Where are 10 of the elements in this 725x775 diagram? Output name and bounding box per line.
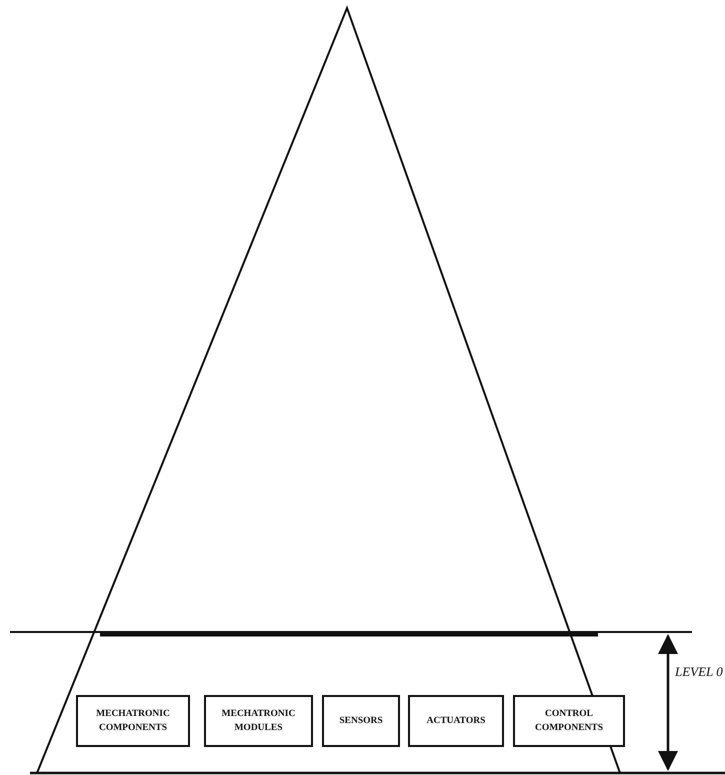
box-label: SENSORS (339, 714, 383, 728)
component-box (204, 695, 313, 747)
box-label: MECHATRONIC COMPONENTS (95, 708, 171, 735)
box-label: MECHATRONIC MODULES (220, 708, 296, 735)
component-box (322, 695, 400, 747)
box-label: ACTUATORS (426, 714, 486, 728)
box-label: CONTROL COMPONENTS (534, 708, 604, 735)
component-box (408, 695, 504, 747)
component-box (513, 695, 625, 747)
component-box (76, 695, 190, 747)
